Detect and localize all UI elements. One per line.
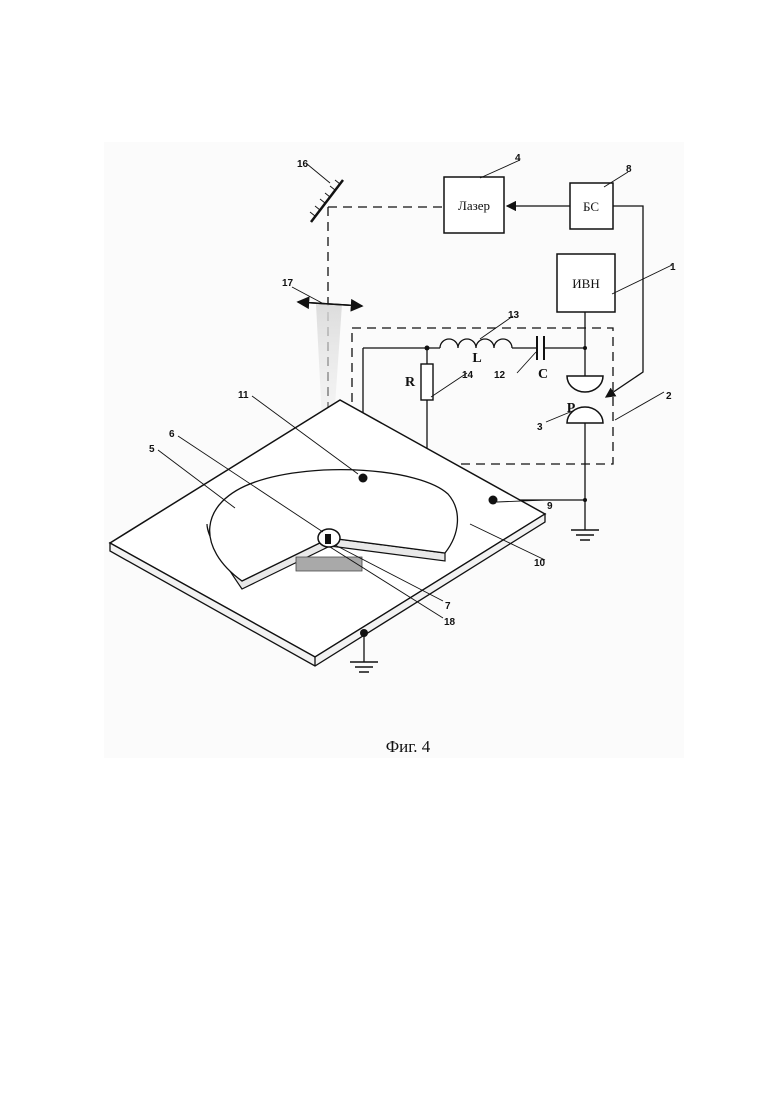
high-voltage-source-label: ИВН <box>572 276 599 291</box>
resistor <box>421 364 433 400</box>
callout-5: 5 <box>149 444 155 455</box>
shadow-region <box>296 557 362 571</box>
irradiated-spot <box>325 534 331 544</box>
callout-16: 16 <box>297 159 309 170</box>
contact-point-11 <box>359 474 368 483</box>
callout-4: 4 <box>515 153 521 164</box>
laser-label: Лазер <box>458 198 490 213</box>
capacitor-symbol: C <box>538 367 548 382</box>
callout-10: 10 <box>534 558 546 569</box>
callout-11: 11 <box>238 390 249 401</box>
contact-point-9 <box>489 496 498 505</box>
callout-3: 3 <box>537 422 543 433</box>
high-voltage-source-block: ИВН <box>557 254 615 312</box>
inductor <box>440 339 512 348</box>
control-unit-label: БС <box>583 199 599 214</box>
callout-18: 18 <box>444 617 456 628</box>
callout-1: 1 <box>670 262 676 273</box>
callout-12: 12 <box>494 370 506 381</box>
figure-caption: Фиг. 4 <box>386 737 431 756</box>
callout-13: 13 <box>508 310 520 321</box>
callout-9: 9 <box>547 501 553 512</box>
callout-17: 17 <box>282 278 294 289</box>
control-unit-block: БС <box>570 183 613 229</box>
callout-7: 7 <box>445 601 451 612</box>
spark-gap-symbol: P <box>567 401 576 416</box>
inductor-symbol: L <box>472 351 481 366</box>
callout-2: 2 <box>666 391 672 402</box>
callout-6: 6 <box>169 429 175 440</box>
callout-8: 8 <box>626 164 632 175</box>
resistor-symbol: R <box>405 375 416 390</box>
laser-block: Лазер <box>444 177 504 233</box>
ground-symbol-bottom <box>350 662 378 672</box>
spark-gap-upper-electrode <box>567 376 603 392</box>
mirror <box>310 180 343 222</box>
callout-14: 14 <box>462 370 474 381</box>
